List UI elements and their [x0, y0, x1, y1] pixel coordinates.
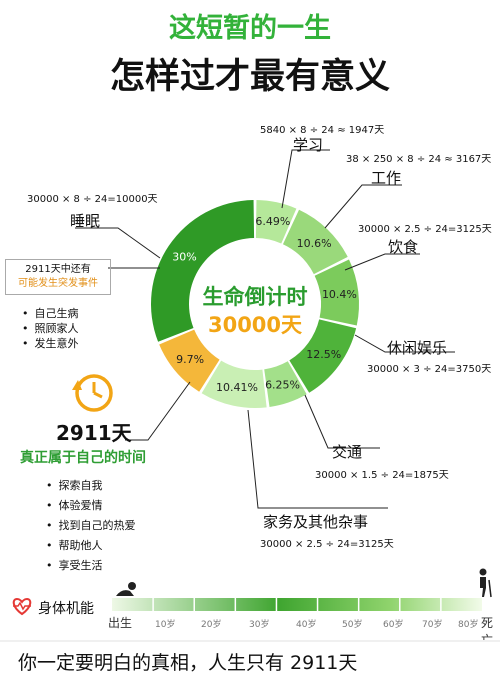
- donut-slice: [255, 200, 297, 244]
- leader-owntime: [125, 381, 191, 441]
- formula-chores: 30000 × 2.5 ÷ 24=3125天: [260, 539, 394, 550]
- baby-icon: [116, 582, 136, 596]
- countdown-days: 30000天: [207, 313, 303, 337]
- own-time-item: 享受生活: [46, 557, 103, 573]
- slice-percent-label: 10.41%: [216, 381, 258, 394]
- donut-slice: [314, 259, 359, 326]
- label-leisure: 休闲娱乐: [387, 339, 448, 357]
- note-line1: 2911天中还有: [25, 264, 91, 275]
- donut-slice: [201, 360, 267, 408]
- life-progress-bar: [112, 598, 482, 611]
- formula-food: 30000 × 2.5 ÷ 24=3125天: [358, 224, 492, 235]
- formula-traffic: 30000 × 1.5 ÷ 24=1875天: [315, 470, 449, 481]
- title-line1: 这短暂的一生: [169, 13, 331, 44]
- note-item: 照顾家人: [22, 320, 79, 336]
- label-traffic: 交通: [332, 443, 363, 461]
- leader-leisure: [354, 334, 455, 353]
- own-time-label: 真正属于自己的时间: [20, 450, 146, 466]
- formula-sleep: 30000 × 8 ÷ 24=10000天: [27, 194, 158, 205]
- leader-chores: [247, 409, 388, 509]
- elderly-icon: [479, 568, 492, 598]
- heart-pulse-icon: [12, 597, 32, 616]
- donut-slice: [159, 329, 220, 392]
- own-time-item: 帮助他人: [46, 537, 103, 553]
- slice-percent-label: 6.25%: [265, 378, 300, 391]
- leader-work: [324, 184, 402, 229]
- slice-percent-label: 10.4%: [322, 288, 357, 301]
- leader-study: [281, 149, 330, 209]
- label-sleep: 睡眠: [70, 212, 101, 230]
- own-time-item: 体验爱情: [46, 497, 103, 513]
- label-food: 饮食: [388, 238, 419, 256]
- formula-work: 38 × 250 × 8 ÷ 24 ≈ 3167天: [346, 154, 492, 165]
- formula-study: 5840 × 8 ÷ 24 ≈ 1947天: [260, 125, 385, 136]
- slice-percent-label: 6.49%: [255, 215, 290, 228]
- age-tick: 10岁: [155, 620, 176, 630]
- leader-traffic: [304, 394, 380, 449]
- note-item: 发生意外: [22, 335, 79, 351]
- own-time-item: 找到自己的热爱: [46, 517, 136, 533]
- label-study: 学习: [293, 136, 324, 154]
- donut-slice: [151, 200, 255, 342]
- formula-leisure: 30000 × 3 ÷ 24=3750天: [367, 364, 492, 375]
- age-tick: 50岁: [342, 620, 363, 630]
- donut-slice: [282, 209, 348, 275]
- footer-text: 你一定要明白的真相，人生只有 2911天: [18, 652, 358, 674]
- age-tick: 20岁: [201, 620, 222, 630]
- slice-percent-label: 9.7%: [176, 353, 204, 366]
- clock-icon: [72, 374, 113, 412]
- leader-sleep: [75, 227, 161, 259]
- slice-percent-label: 10.6%: [297, 237, 332, 250]
- countdown-title: 生命倒计时: [202, 285, 308, 309]
- slice-percent-label: 12.5%: [306, 348, 341, 361]
- age-tick: 30岁: [249, 620, 270, 630]
- own-time-item: 探索自我: [46, 477, 103, 493]
- leader-food: [344, 253, 420, 271]
- own-time-days: 2911天: [56, 421, 132, 445]
- body-function-label: 身体机能: [38, 601, 94, 617]
- age-tick: 70岁: [422, 620, 443, 630]
- note-item: 自己生病: [22, 305, 79, 321]
- note-line2: 可能发生突发事件: [18, 278, 98, 289]
- footer-bar: [0, 640, 500, 688]
- age-tick: 60岁: [383, 620, 404, 630]
- label-chores: 家务及其他杂事: [263, 513, 369, 531]
- lifebar-track: [112, 598, 482, 611]
- age-tick: 40岁: [296, 620, 317, 630]
- label-work: 工作: [371, 169, 402, 187]
- age-start: 出生: [108, 616, 133, 630]
- donut-slice: [289, 319, 357, 393]
- donut-slice: [264, 361, 307, 407]
- slice-percent-label: 30%: [172, 251, 196, 264]
- title-line2: 怎样过才最有意义: [109, 57, 390, 97]
- age-tick: 80岁: [458, 620, 479, 630]
- emergency-note: 2911天中还有 可能发生突发事件: [5, 259, 111, 295]
